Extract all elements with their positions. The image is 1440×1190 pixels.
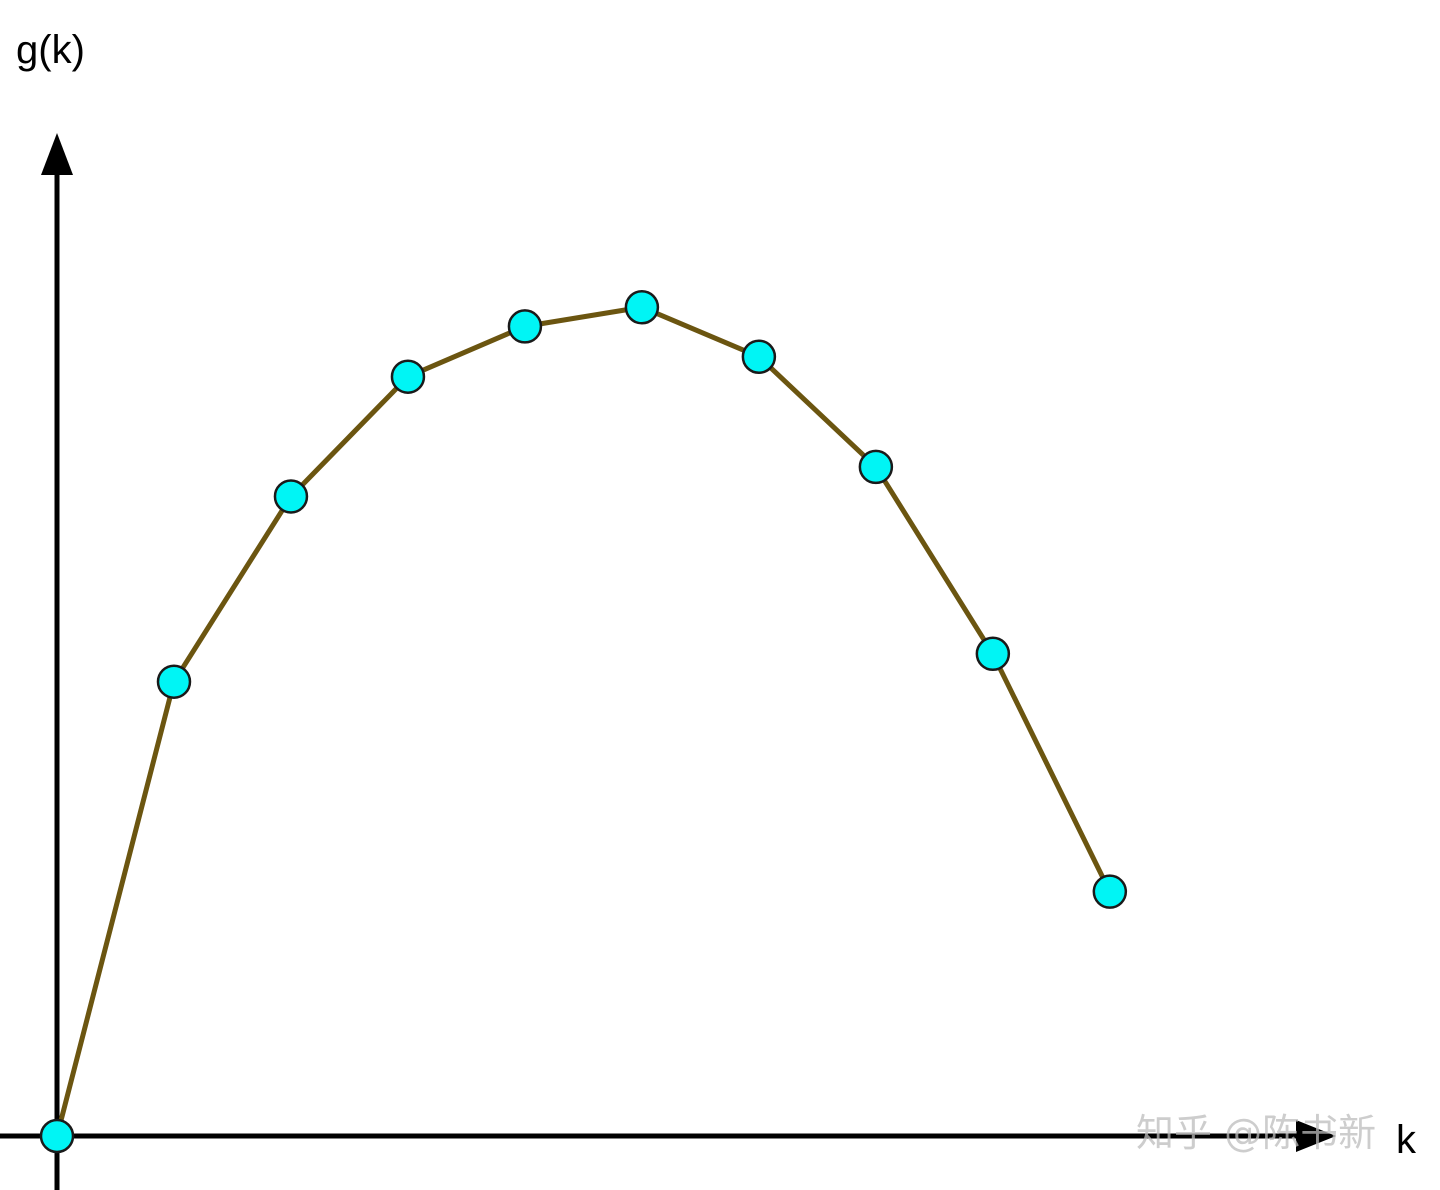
data-point-6 (741, 339, 777, 374)
series-line-group (54, 304, 1113, 1137)
data-point-8 (975, 636, 1011, 672)
data-point-5 (624, 289, 660, 325)
data-point-4 (507, 309, 543, 344)
data-point-7 (858, 449, 894, 485)
y-axis-arrow (41, 133, 73, 175)
data-point-0 (39, 1118, 75, 1154)
y-axis-label: g(k) (16, 28, 85, 72)
markers-group (39, 289, 1128, 1154)
x-axis-label: k (1396, 1118, 1417, 1162)
watermark: 知乎 @陈书新 (1136, 1111, 1376, 1155)
x-axis-arrow (1296, 1120, 1336, 1152)
axes (0, 133, 1336, 1190)
series-line (54, 304, 1113, 1137)
data-point-9 (1092, 874, 1128, 909)
data-point-3 (390, 359, 426, 394)
data-point-1 (156, 664, 192, 699)
data-point-2 (273, 479, 309, 514)
